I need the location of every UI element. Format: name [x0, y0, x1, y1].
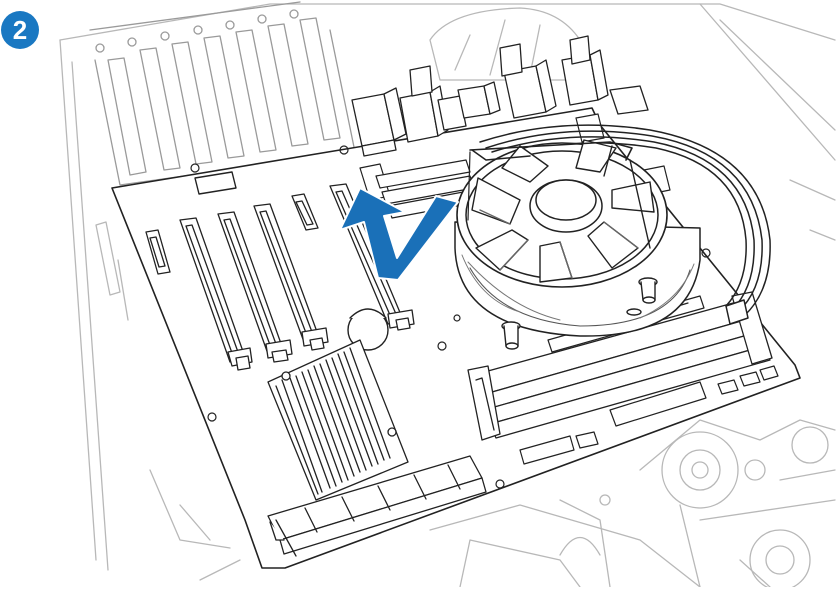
install-arrow-icon — [339, 187, 459, 281]
fan-icon — [471, 139, 655, 283]
chassis-outline — [59, 3, 836, 591]
vrm-heatsink-bottom — [267, 455, 487, 557]
dimm-slots — [467, 291, 773, 441]
rear-io-ports — [351, 35, 649, 157]
check-shaped-push-arrow-icon — [339, 187, 459, 281]
cooler-push-pins — [501, 277, 658, 350]
chipset-heatsink — [267, 339, 409, 501]
cmos-battery — [347, 308, 389, 351]
cpu-cooler — [454, 139, 701, 350]
pcie-slots — [145, 183, 415, 371]
step-number-badge: 2 — [1, 11, 39, 49]
chipset-chip — [194, 171, 237, 195]
